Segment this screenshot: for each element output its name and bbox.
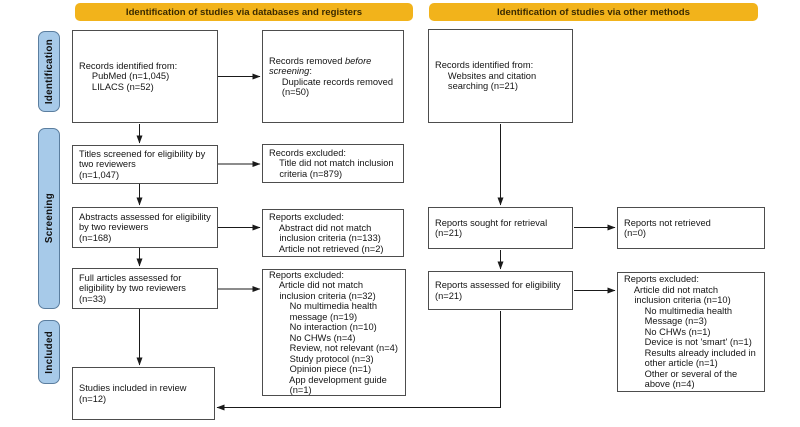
box-records-identified-other: Records identified from: Websites and ci… bbox=[428, 29, 573, 123]
box-studies-included: Studies included in review (n=12) bbox=[72, 367, 215, 420]
box-reports-not-retrieved: Reports not retrieved (n=0) bbox=[617, 207, 765, 249]
header-databases-registers: Identification of studies via databases … bbox=[75, 3, 413, 21]
sidebar-included-label: Included bbox=[43, 330, 55, 374]
box-reports-excluded-other: Reports excluded: Article did not match … bbox=[617, 272, 765, 392]
box-reports-excluded-fullarticle: Reports excluded: Article did not match … bbox=[262, 269, 406, 396]
box-records-identified-databases: Records identified from: PubMed (n=1,045… bbox=[72, 30, 218, 123]
box-reports-assessed: Reports assessed for eligibility (n=21) bbox=[428, 271, 573, 310]
sidebar-included: Included bbox=[38, 320, 60, 384]
box-reports-sought: Reports sought for retrieval (n=21) bbox=[428, 207, 573, 249]
box-reports-excluded-abstract: Reports excluded: Abstract did not match… bbox=[262, 209, 404, 257]
box-records-excluded-title: Records excluded: Title did not match in… bbox=[262, 144, 404, 183]
box-full-articles-assessed: Full articles assessed for eligibility b… bbox=[72, 268, 218, 309]
records-removed-detail: Duplicate records removed (n=50) bbox=[281, 76, 394, 98]
sidebar-screening-label: Screening bbox=[43, 193, 55, 244]
sidebar-identification: Identification bbox=[38, 31, 60, 112]
sidebar-screening: Screening bbox=[38, 128, 60, 309]
sidebar-identification-label: Identification bbox=[43, 38, 55, 105]
box-titles-screened: Titles screened for eligibility by two r… bbox=[72, 145, 218, 184]
header-other-methods: Identification of studies via other meth… bbox=[429, 3, 758, 21]
box-records-removed-before-screening: Records removed before screening: Duplic… bbox=[262, 30, 404, 123]
records-removed-heading: Records removed before screening: bbox=[269, 55, 372, 77]
box-abstracts-assessed: Abstracts assessed for eligibility by tw… bbox=[72, 207, 218, 248]
